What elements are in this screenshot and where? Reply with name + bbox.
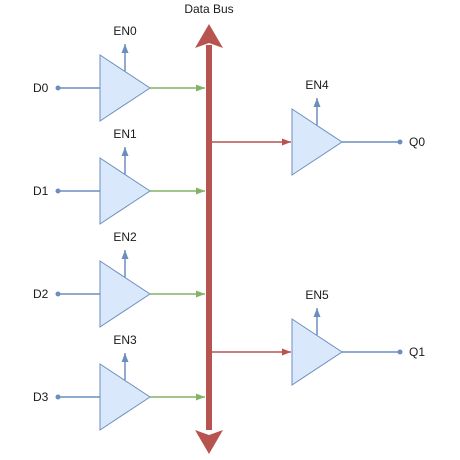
- enable-label: EN2: [113, 230, 137, 244]
- data-bus-top-arrowhead: [195, 24, 223, 48]
- output-dot: [397, 349, 403, 355]
- enable-label: EN0: [113, 24, 137, 38]
- input-buffer-2: D2 EN2: [33, 230, 205, 328]
- input-buffer-1: D1 EN1: [33, 127, 205, 225]
- buffer-triangle-icon: [99, 363, 151, 431]
- data-bus: Data Bus: [184, 2, 234, 454]
- input-label: D2: [33, 287, 49, 301]
- buffer-triangle-icon: [99, 157, 151, 225]
- input-label: D3: [33, 390, 49, 404]
- data-bus-label: Data Bus: [184, 2, 233, 16]
- enable-label: EN5: [305, 288, 329, 302]
- data-bus-bottom-arrowhead: [195, 430, 223, 454]
- buffer-triangle-icon: [291, 108, 343, 176]
- enable-label: EN3: [113, 333, 137, 347]
- output-label: Q1: [409, 345, 425, 359]
- buffer-triangle-icon: [99, 54, 151, 122]
- input-label: D1: [33, 184, 49, 198]
- input-buffer-3: D3 EN3: [33, 333, 205, 431]
- buffer-triangle-icon: [291, 318, 343, 386]
- enable-label: EN1: [113, 127, 137, 141]
- output-label: Q0: [409, 135, 425, 149]
- enable-label: EN4: [305, 78, 329, 92]
- buffer-triangle-icon: [99, 260, 151, 328]
- input-buffer-0: D0 EN0: [33, 24, 205, 122]
- input-label: D0: [33, 81, 49, 95]
- output-dot: [397, 139, 403, 145]
